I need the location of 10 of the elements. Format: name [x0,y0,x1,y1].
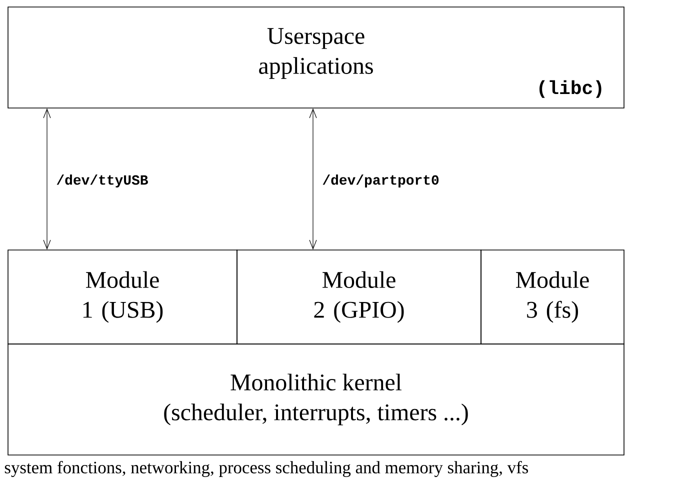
kernel-box: Monolithic kernel (scheduler, interrupts, timers ...) [8,344,624,456]
module-box: Module 2 (GPIO) [236,250,482,344]
application-box: Userspace applications (libc) [8,6,624,108]
edge-label: /dev/partport0 [321,174,440,188]
double-arrow [309,108,317,250]
double-arrow [43,108,51,250]
module-box: Module 1 (USB) [8,250,238,344]
caption: system fonctions, networking, process scheduling and memory sharing, vfs [4,460,528,478]
edge-label: /dev/ttyUSB [55,174,150,188]
module-box: Module 3 (fs) [480,250,624,344]
